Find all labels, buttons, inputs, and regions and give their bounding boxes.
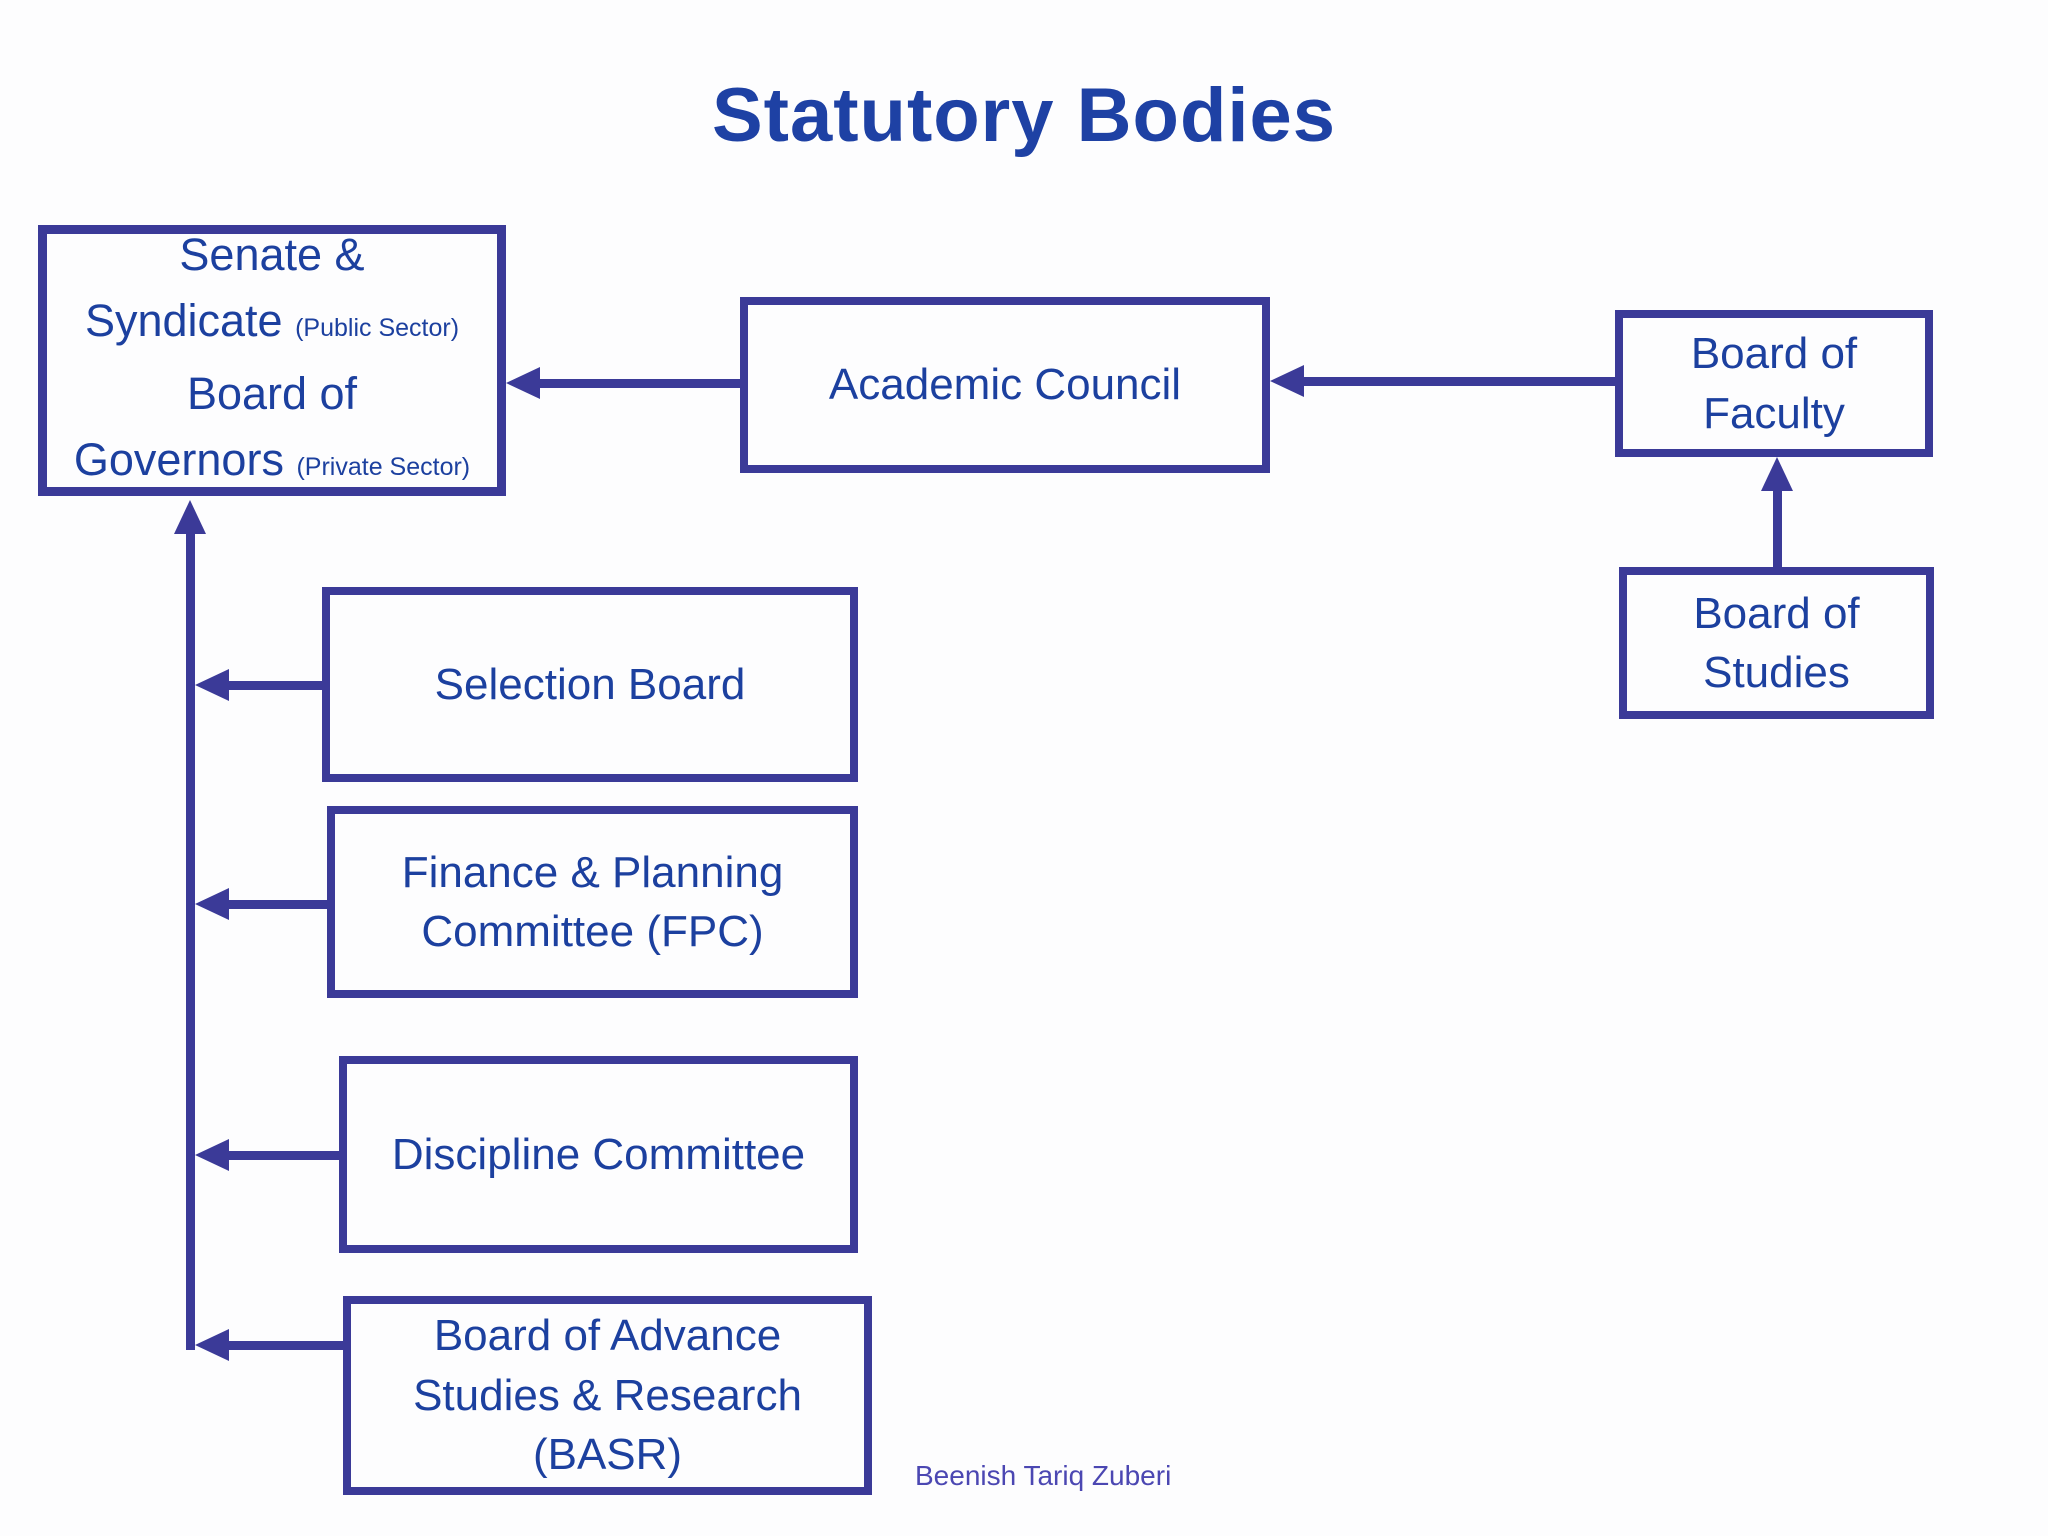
page-title: Statutory Bodies [711, 73, 1337, 158]
fpc-label: Finance & Planning Committee (FPC) [401, 847, 784, 956]
arrowhead-discipline-branch [195, 1139, 229, 1171]
node-basr: Board of Advance Studies & Research (BAS… [343, 1296, 872, 1495]
arrowhead-trunk-to-senate [174, 500, 206, 534]
private-sector-annotation: (Private Sector) [296, 452, 471, 481]
node-academic-council: Academic Council [740, 297, 1270, 473]
arrowhead-studies-to-faculty [1761, 457, 1793, 491]
node-selection-board: Selection Board [322, 587, 858, 782]
arrow-faculty-to-academic [1302, 377, 1616, 386]
node-finance-planning-committee: Finance & Planning Committee (FPC) [327, 806, 858, 998]
arrow-academic-to-senate [538, 379, 741, 388]
academic-council-label: Academic Council [828, 360, 1182, 410]
public-sector-annotation: (Public Sector) [295, 313, 460, 342]
author-credit: Beenish Tariq Zuberi [915, 1460, 1172, 1491]
discipline-committee-label: Discipline Committee [391, 1129, 806, 1179]
senate-line-3: Board of [187, 361, 357, 427]
senate-line-2-text: Syndicate [84, 294, 283, 346]
senate-line-4: Governors (Private Sector) [74, 427, 470, 500]
senate-line-1: Senate & [179, 222, 364, 288]
arrow-studies-to-faculty [1773, 489, 1782, 568]
trunk-line [186, 532, 195, 1350]
arrowhead-fpc-branch [195, 888, 229, 920]
arrowhead-selection-branch [195, 669, 229, 701]
node-senate-syndicate-board-of-governors: Senate & Syndicate (Public Sector) Board… [38, 225, 506, 496]
branch-discipline [227, 1151, 340, 1160]
branch-basr [227, 1341, 344, 1350]
board-of-faculty-label: Board of Faculty [1690, 329, 1858, 438]
board-of-studies-label: Board of Studies [1693, 588, 1860, 697]
arrowhead-academic-to-senate [506, 367, 540, 399]
arrowhead-faculty-to-academic [1270, 365, 1304, 397]
branch-fpc [227, 900, 328, 909]
branch-selection-board [227, 681, 323, 690]
senate-line-2: Syndicate (Public Sector) [85, 288, 459, 361]
senate-line-4-text: Governors [73, 433, 284, 485]
basr-label: Board of Advance Studies & Research (BAS… [413, 1311, 802, 1480]
senate-line-1-text: Senate & [179, 228, 365, 280]
node-discipline-committee: Discipline Committee [339, 1056, 858, 1253]
senate-line-3-text: Board of [186, 367, 358, 419]
selection-board-label: Selection Board [434, 659, 746, 709]
node-board-of-studies: Board of Studies [1619, 567, 1934, 719]
arrowhead-basr-branch [195, 1329, 229, 1361]
node-board-of-faculty: Board of Faculty [1615, 310, 1933, 457]
